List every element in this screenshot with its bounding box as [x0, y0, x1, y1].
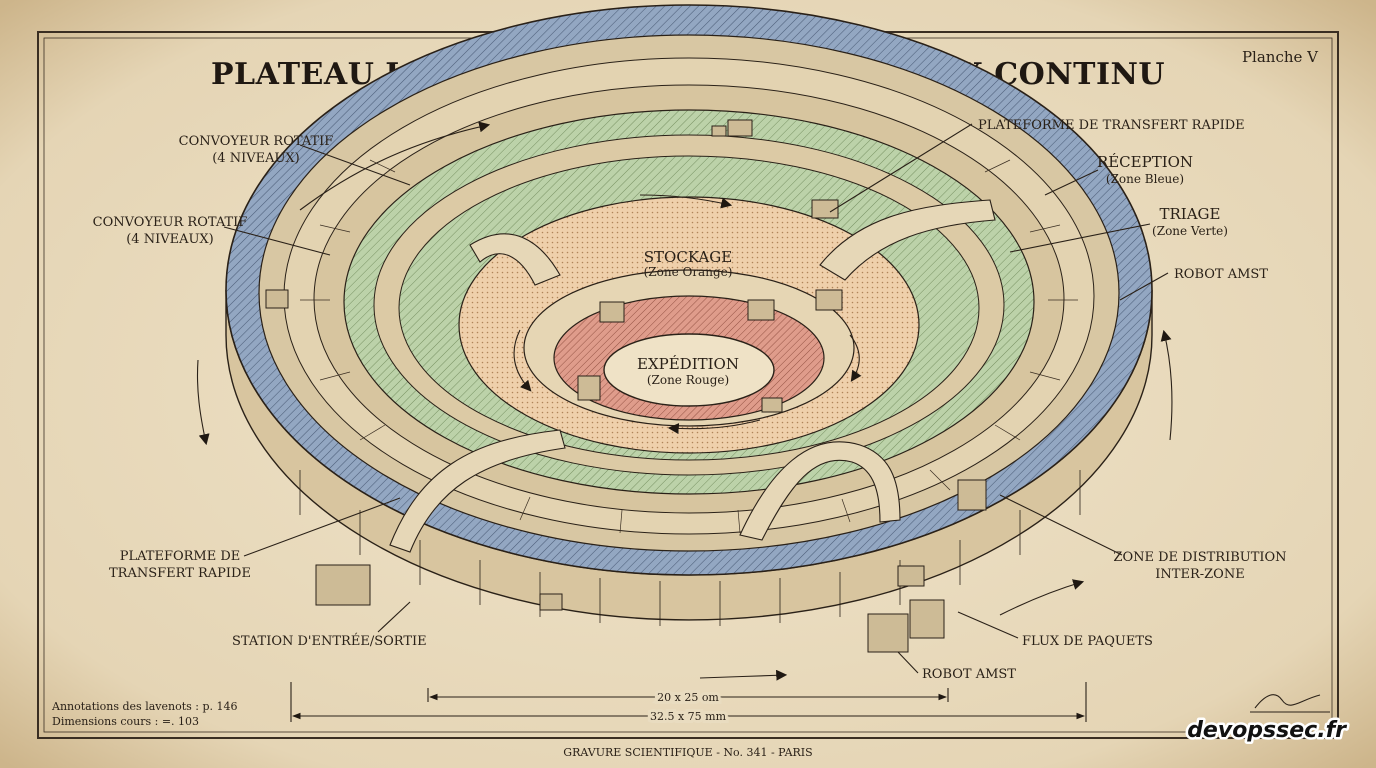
transfer-ramp-upper-left — [469, 233, 561, 286]
callout-distribution-l1: ZONE DE DISTRIBUTION — [1113, 550, 1286, 565]
dimension-outer: 32.5 x 75 mm — [650, 710, 727, 723]
callout-conveyor-top-l2: (4 NIVEAUX) — [212, 151, 300, 166]
notes-line-1: Annotations des lavenots : p. 146 — [51, 700, 238, 713]
inner-flow-arrows — [513, 194, 862, 435]
callout-conveyor-mid-l1: CONVOYEUR ROTATIF — [93, 215, 248, 230]
outer-flow-arrows — [196, 121, 1173, 681]
robot-icon — [867, 613, 909, 653]
robot-icon — [815, 289, 843, 311]
dimension-lines: 20 x 25 om 32.5 x 75 mm — [290, 682, 1087, 726]
shipping-zone-sub: (Zone Rouge) — [647, 373, 729, 387]
dimension-inner: 20 x 25 om — [657, 691, 719, 704]
callout-reception-l1: RÉCEPTION — [1097, 153, 1193, 171]
callout-platform-left-l2: TRANSFERT RAPIDE — [109, 566, 251, 581]
robot-icon — [265, 289, 289, 309]
watermark: devopssec.fr — [1187, 718, 1347, 743]
robot-icon — [539, 593, 563, 611]
transfer-ramp-lower-left — [389, 429, 566, 553]
robot-icon — [811, 199, 839, 219]
robot-icon — [577, 375, 601, 401]
callout-station: STATION D'ENTRÉE/SORTIE — [232, 633, 427, 649]
plate-number: Planche V — [1242, 48, 1319, 66]
callout-robot-bottom: ROBOT AMST — [922, 667, 1016, 682]
flow-arrow-bottom-right — [999, 579, 1085, 616]
storage-zone-sub: (Zone Orange) — [644, 265, 733, 279]
robot-icon — [897, 565, 925, 587]
callout-platform-left-l1: PLATEFORME DE — [120, 549, 241, 564]
callout-conveyor-top-l1: CONVOYEUR ROTATIF — [179, 134, 334, 149]
robot-icon — [957, 479, 987, 511]
robot-icon — [747, 299, 775, 321]
storage-zone-name: STOCKAGE — [644, 248, 732, 266]
callout-conveyor-mid-l2: (4 NIVEAUX) — [126, 232, 214, 247]
callout-sorting-l1: TRIAGE — [1160, 205, 1221, 223]
flow-arrow-top — [299, 121, 491, 211]
callout-robot-right: ROBOT AMST — [1174, 267, 1268, 282]
robot-icon — [909, 599, 945, 639]
robot-icon — [727, 119, 753, 137]
base-wall-ribs — [299, 470, 1081, 626]
robot-icon — [761, 397, 783, 413]
shipping-core — [603, 333, 775, 407]
transfer-ramp-upper-right — [819, 199, 996, 281]
callout-reception-l2: (Zone Bleue) — [1106, 172, 1184, 186]
notes-line-2: Dimensions cours : =. 103 — [52, 715, 199, 728]
flow-arrow-left — [196, 359, 210, 446]
callout-distribution-l2: INTER-ZONE — [1155, 567, 1244, 582]
footer-caption: GRAVURE SCIENTIFIQUE - No. 341 - PARIS — [563, 746, 812, 759]
shipping-zone-name: EXPÉDITION — [637, 355, 739, 373]
robot-icon — [315, 564, 371, 606]
callout-sorting-l2: (Zone Verte) — [1152, 224, 1228, 238]
signature-mark — [1250, 694, 1330, 713]
callout-platform-top: PLATEFORME DE TRANSFERT RAPIDE — [978, 118, 1245, 133]
robot-icon — [599, 301, 625, 323]
robots — [265, 119, 987, 653]
robot-icon — [711, 125, 727, 137]
transfer-ramp-lower-right — [739, 441, 901, 541]
flow-arrow-right — [1160, 329, 1173, 441]
circular-platform — [225, 4, 1153, 653]
callouts: CONVOYEUR ROTATIF (4 NIVEAUX) CONVOYEUR … — [93, 118, 1287, 682]
zone-labels: STOCKAGE (Zone Orange) EXPÉDITION (Zone … — [637, 248, 739, 387]
flow-arrow-bottom — [699, 669, 788, 681]
callout-parcel-flow: FLUX DE PAQUETS — [1022, 634, 1153, 649]
